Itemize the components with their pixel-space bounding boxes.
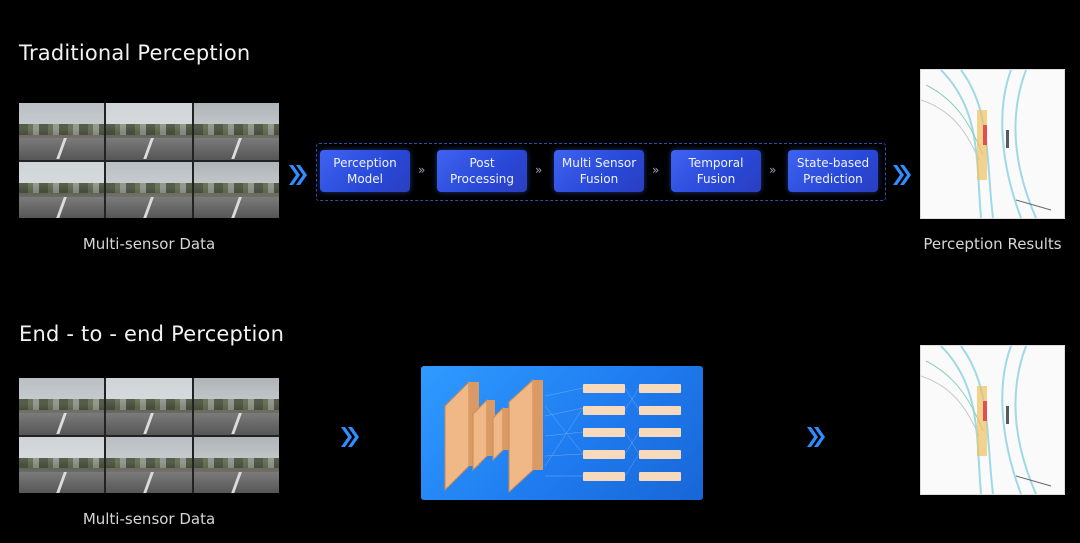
chevron-right-icon xyxy=(893,165,911,185)
perception-results-caption: Perception Results xyxy=(923,235,1062,253)
camera-image xyxy=(19,103,105,160)
traditional-input-caption: Multi-sensor Data xyxy=(82,235,216,253)
end-to-end-input-caption: Multi-sensor Data xyxy=(82,510,216,528)
neural-network-icon xyxy=(444,378,681,494)
camera-image xyxy=(106,103,192,160)
camera-image xyxy=(19,161,105,218)
connector-arrow: » xyxy=(418,163,426,177)
neural-network-block xyxy=(421,366,703,500)
camera-image xyxy=(193,161,279,218)
perception-result-map xyxy=(920,345,1065,495)
camera-image xyxy=(193,436,279,493)
multi-sensor-images xyxy=(19,103,279,218)
chevron-right-icon xyxy=(807,427,825,447)
camera-image xyxy=(106,161,192,218)
camera-image xyxy=(19,378,105,435)
connector-arrow: » xyxy=(535,163,543,177)
perception-result-map xyxy=(920,69,1065,219)
camera-image xyxy=(193,103,279,160)
connector-arrow: » xyxy=(769,163,777,177)
camera-image xyxy=(193,378,279,435)
chevron-right-icon xyxy=(341,427,359,447)
camera-image xyxy=(106,378,192,435)
camera-image xyxy=(106,436,192,493)
chevron-right-icon xyxy=(289,165,307,185)
camera-image xyxy=(19,436,105,493)
traditional-title: Traditional Perception xyxy=(19,41,251,65)
connector-arrow: » xyxy=(652,163,660,177)
pipeline-frame xyxy=(316,143,886,201)
multi-sensor-images xyxy=(19,378,279,493)
end-to-end-title: End - to - end Perception xyxy=(19,322,285,346)
